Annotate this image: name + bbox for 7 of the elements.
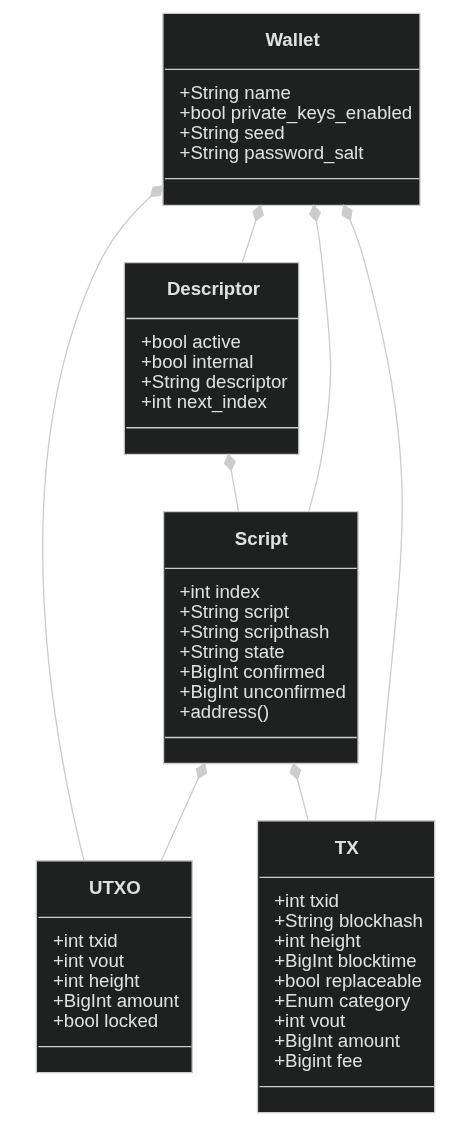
- connector: [289, 762, 309, 822]
- connector: [241, 204, 264, 263]
- connector: [341, 204, 403, 822]
- connector: [160, 762, 208, 861]
- connector: [223, 453, 240, 513]
- connector: [308, 204, 332, 513]
- connector: [42, 185, 164, 861]
